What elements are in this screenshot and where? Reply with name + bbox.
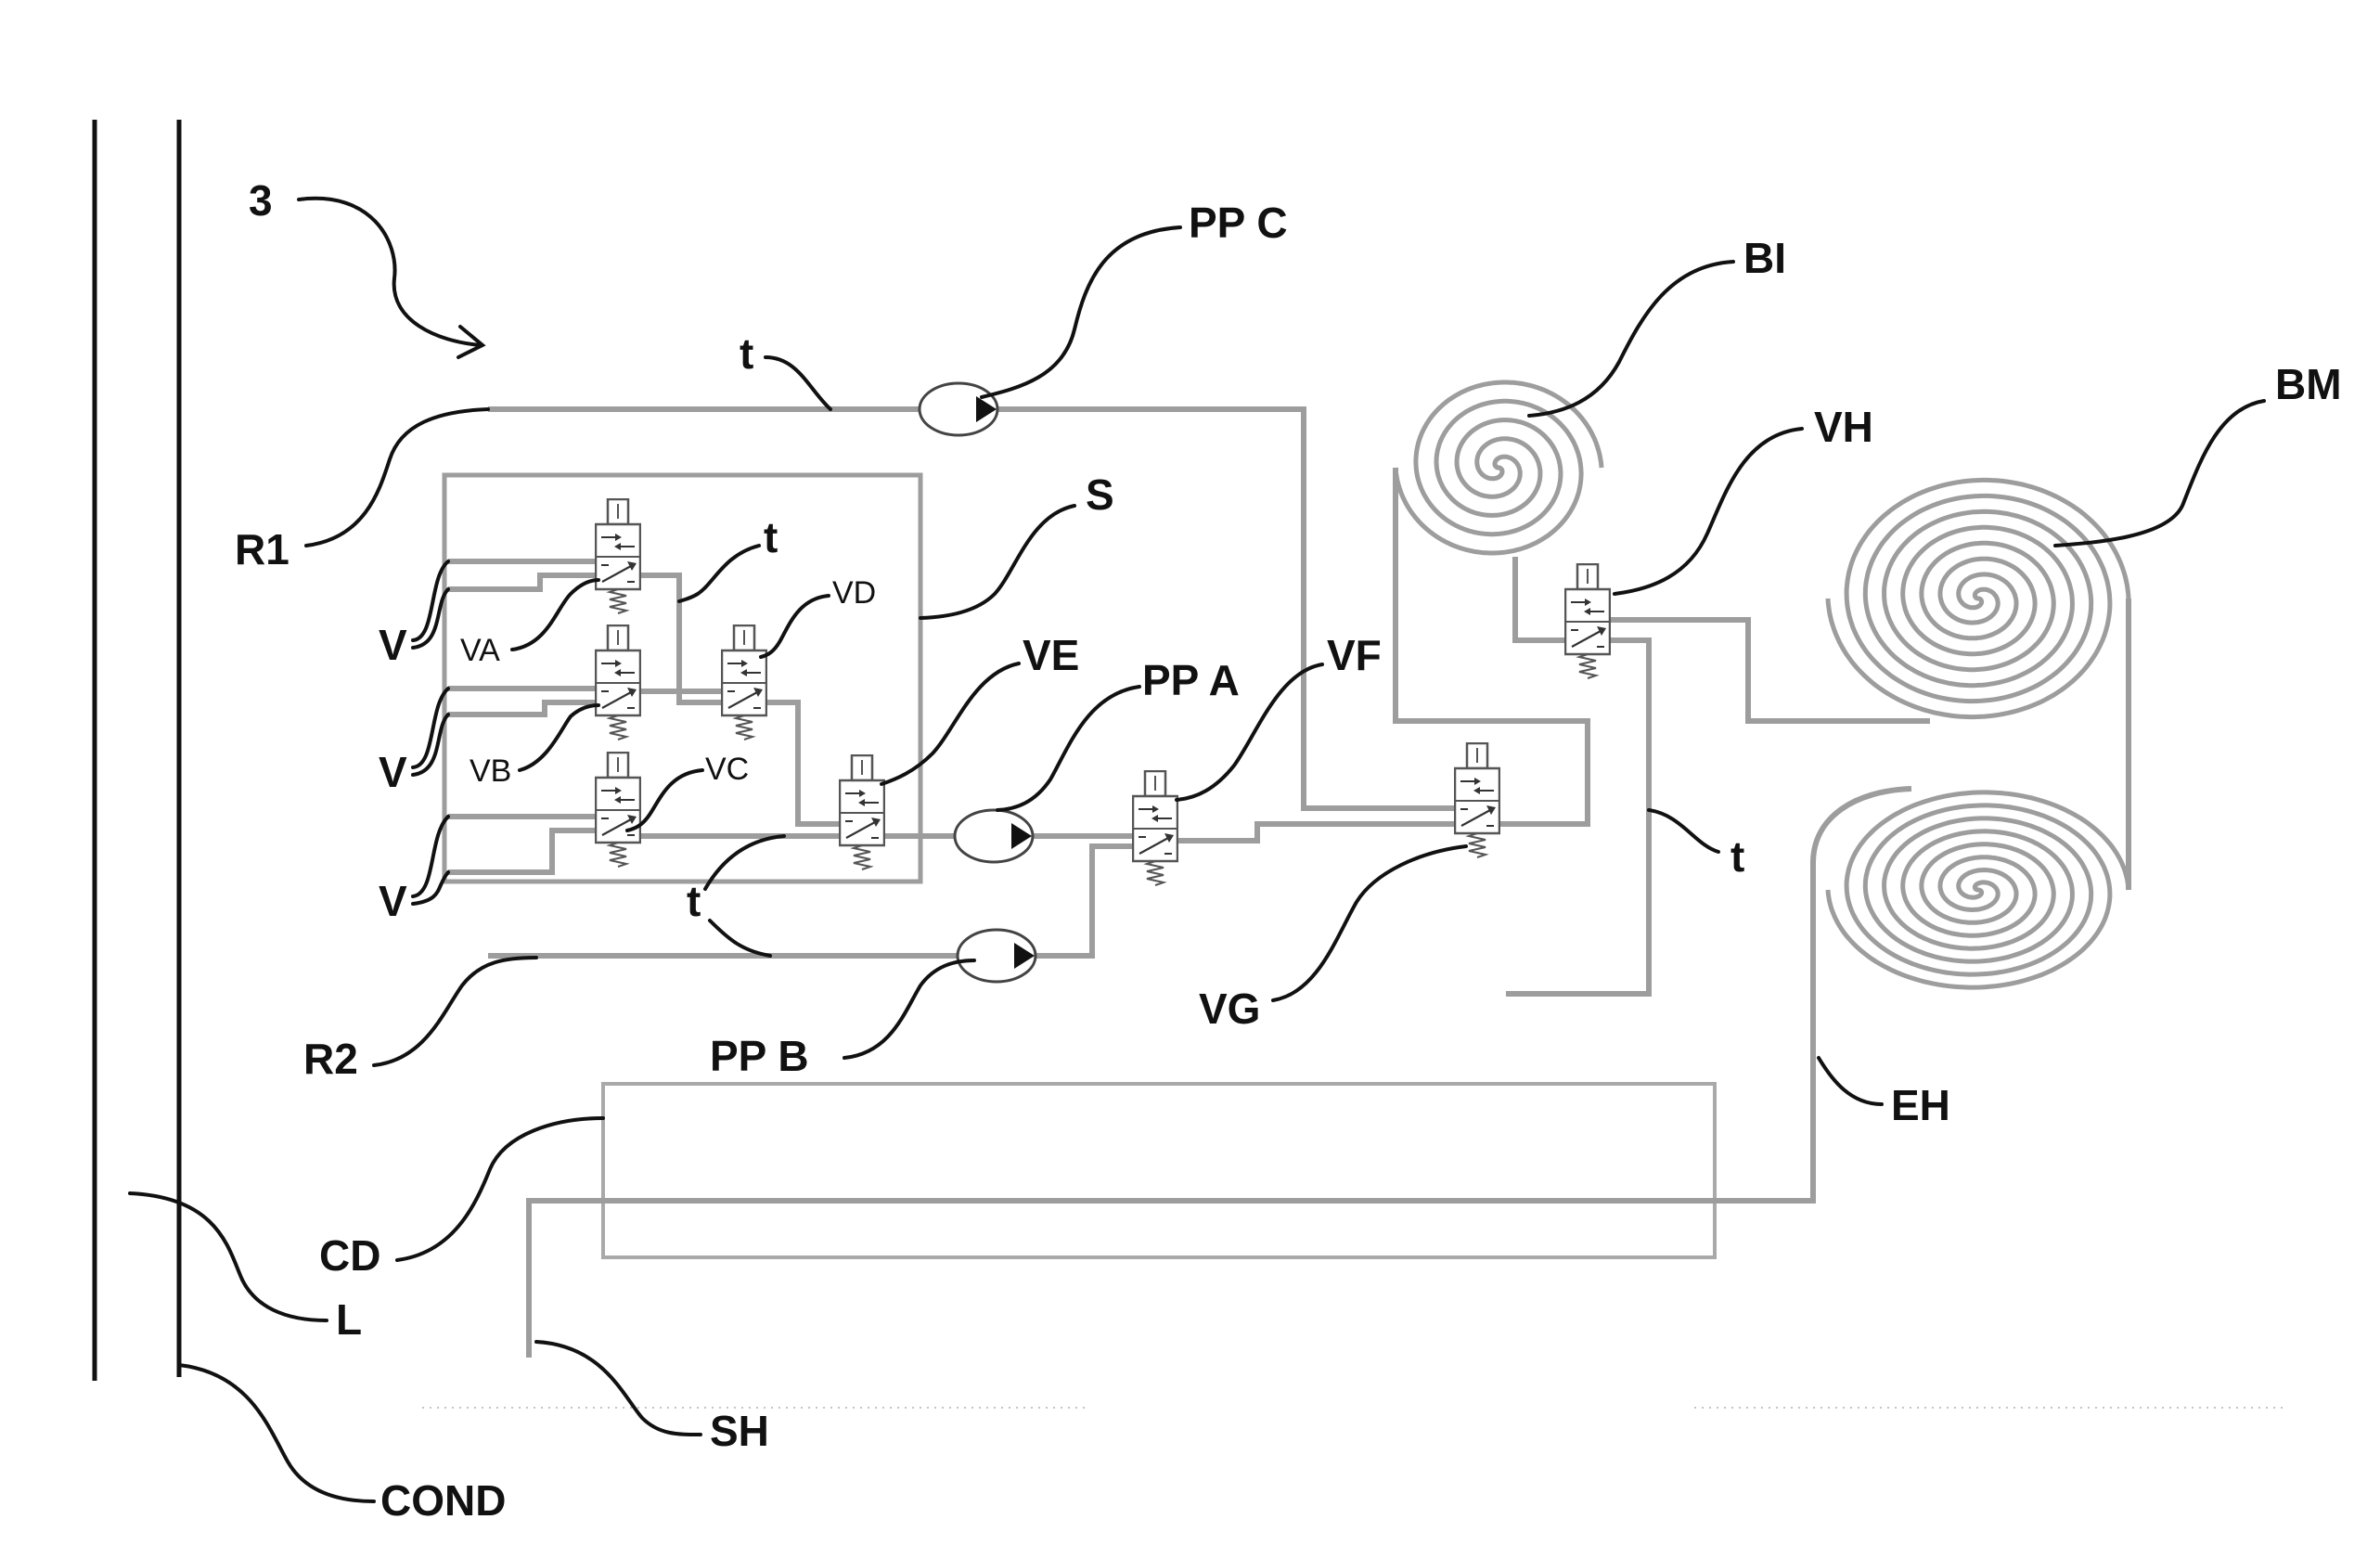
leader-cond bbox=[179, 1365, 374, 1501]
label-pp-c: PP C bbox=[1189, 199, 1288, 247]
label-t-right: t bbox=[1730, 832, 1744, 881]
label-sh: SH bbox=[710, 1407, 769, 1455]
pipe-bi-to-vh bbox=[1515, 557, 1564, 640]
leader-vg bbox=[1273, 846, 1466, 1000]
label-cd: CD bbox=[319, 1231, 380, 1280]
pipe-vh-down bbox=[1506, 640, 1649, 994]
label-pp-a: PP A bbox=[1142, 656, 1240, 704]
leader-bm bbox=[2055, 401, 2264, 546]
label-v-2: V bbox=[379, 748, 407, 796]
label-cond: COND bbox=[380, 1476, 506, 1525]
label-va: VA bbox=[460, 633, 500, 668]
label-v-3: V bbox=[379, 877, 407, 925]
label-r2: R2 bbox=[303, 1035, 358, 1083]
leader-t-right bbox=[1649, 810, 1718, 852]
label-t-top: t bbox=[740, 329, 753, 378]
label-ve: VE bbox=[1023, 631, 1079, 679]
pump-pp-a bbox=[955, 810, 1033, 862]
coil-lower bbox=[1828, 792, 2129, 987]
label-t-bottom: t bbox=[687, 877, 701, 925]
valve-vh bbox=[1565, 564, 1610, 678]
label-s: S bbox=[1086, 470, 1114, 519]
valve-ve bbox=[840, 755, 884, 869]
pipe-vc-in-2 bbox=[448, 830, 595, 872]
leader-pp-b bbox=[844, 960, 974, 1058]
label-l: L bbox=[336, 1295, 362, 1344]
leader-r2 bbox=[374, 958, 536, 1065]
figure-reference-arrow bbox=[299, 199, 481, 345]
pump-pp-c bbox=[920, 383, 997, 435]
valve-vg bbox=[1455, 743, 1499, 857]
valve-vb bbox=[596, 625, 640, 740]
label-vc: VC bbox=[705, 752, 749, 787]
leader-pp-a bbox=[997, 687, 1139, 810]
condenser-cd bbox=[603, 1084, 1715, 1257]
leader-s bbox=[920, 506, 1074, 618]
valve-vc bbox=[596, 753, 640, 867]
label-eh: EH bbox=[1891, 1081, 1950, 1129]
leader-t-top bbox=[765, 357, 830, 409]
pump-pp-b bbox=[958, 930, 1036, 982]
label-t-s: t bbox=[764, 513, 778, 561]
label-bm: BM bbox=[2275, 360, 2342, 408]
leader-vd bbox=[761, 596, 829, 657]
label-pp-b: PP B bbox=[710, 1032, 809, 1080]
label-vh: VH bbox=[1814, 403, 1873, 451]
leader-sh bbox=[536, 1342, 701, 1435]
figure-reference-label: 3 bbox=[249, 176, 273, 225]
label-vf: VF bbox=[1327, 631, 1382, 679]
label-v-1: V bbox=[379, 621, 407, 669]
leader-cd bbox=[397, 1118, 603, 1260]
label-r1: R1 bbox=[235, 525, 289, 573]
valve-vf bbox=[1133, 771, 1177, 885]
leader-vh bbox=[1615, 429, 1802, 594]
valve-vd bbox=[722, 625, 766, 740]
leader-v-3b bbox=[413, 872, 448, 904]
pipe-va-in-2 bbox=[448, 575, 595, 589]
label-vd: VD bbox=[832, 575, 876, 611]
pipe-vd-out bbox=[766, 702, 839, 824]
pipe-va-out bbox=[641, 575, 721, 702]
leader-ve bbox=[881, 663, 1019, 784]
leader-t-bottom-lower bbox=[710, 921, 770, 956]
leader-pp-c bbox=[982, 227, 1180, 397]
leader-eh bbox=[1819, 1058, 1882, 1104]
leader-t-s bbox=[679, 546, 759, 601]
leader-bi bbox=[1529, 262, 1733, 416]
coil-bm bbox=[1828, 480, 2129, 716]
label-vg: VG bbox=[1199, 985, 1260, 1033]
valve-va bbox=[596, 499, 640, 613]
label-bi: BI bbox=[1743, 234, 1786, 282]
pipe-pp-b-out bbox=[1036, 846, 1132, 956]
label-vb: VB bbox=[470, 753, 511, 789]
leader-l bbox=[130, 1193, 327, 1320]
pipe-vf-to-vg bbox=[1178, 824, 1454, 841]
